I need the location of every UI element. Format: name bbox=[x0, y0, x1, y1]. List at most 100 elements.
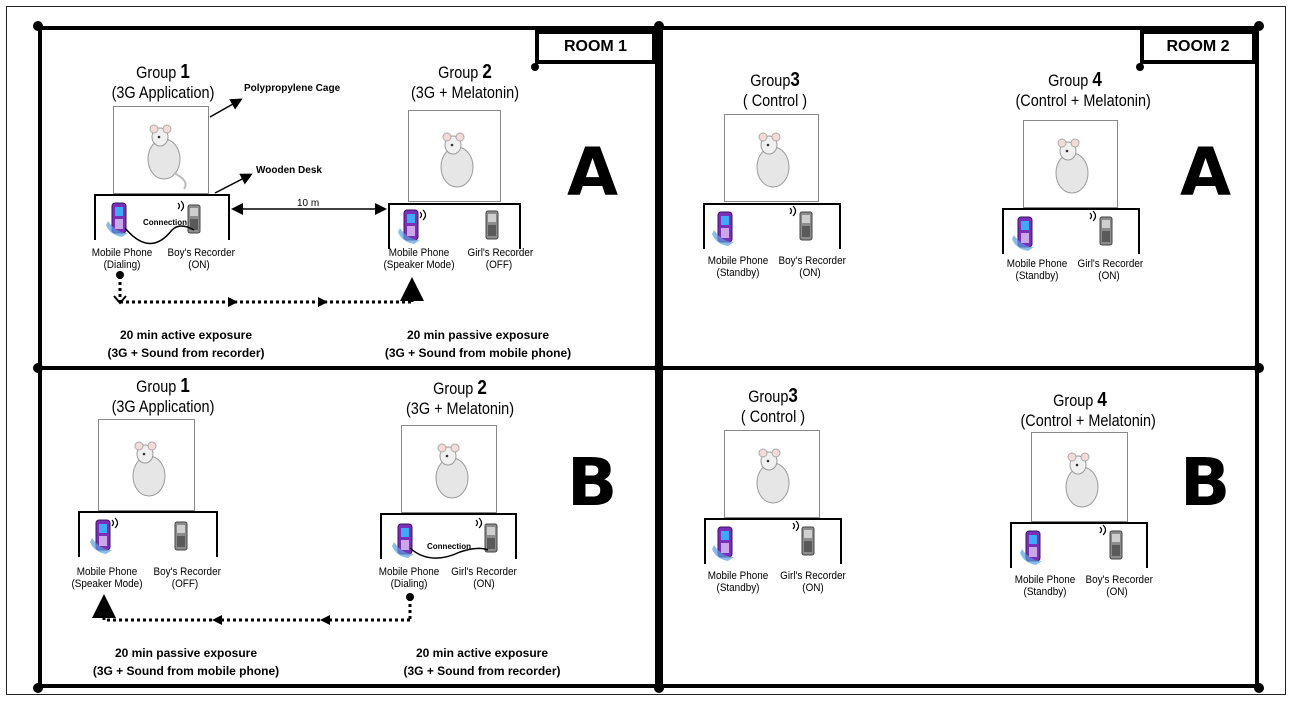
desk-group4 bbox=[1002, 208, 1140, 254]
voice-recorder-icon bbox=[485, 210, 499, 240]
cage-pointer-arrow bbox=[209, 98, 243, 118]
voice-recorder-icon bbox=[484, 523, 498, 553]
corner-dot bbox=[33, 21, 43, 31]
voice-recorder-icon bbox=[174, 521, 188, 551]
rat-icon bbox=[756, 448, 790, 504]
corner-dot bbox=[654, 21, 664, 31]
phone-label-group4: Mobile Phone(Standby) bbox=[1014, 574, 1076, 598]
panel-letter-a: A bbox=[567, 134, 619, 211]
rat-icon bbox=[147, 124, 187, 190]
desk-group2 bbox=[388, 203, 521, 249]
sound-wave-icon bbox=[475, 517, 483, 529]
panel-letter-a: A bbox=[1180, 134, 1232, 211]
voice-recorder-icon bbox=[799, 211, 813, 241]
voice-recorder-icon bbox=[1099, 216, 1113, 246]
group4-title: Group 4 (Control + Melatonin) bbox=[1015, 69, 1151, 110]
arrow-head bbox=[320, 615, 330, 625]
desk-annotation: Wooden Desk bbox=[256, 165, 322, 176]
corner-dot bbox=[654, 683, 664, 693]
cage-group3 bbox=[724, 114, 819, 202]
sound-wave-icon bbox=[1099, 524, 1107, 536]
voice-recorder-icon bbox=[1109, 530, 1123, 560]
sound-wave-icon bbox=[419, 209, 427, 221]
sound-wave-icon bbox=[792, 520, 800, 532]
exposure-passive-1a: 20 min passive exposure(3G + Sound from … bbox=[384, 328, 572, 360]
cage-group1 bbox=[113, 106, 209, 194]
cage-group2 bbox=[408, 110, 501, 202]
mobile-phone-icon bbox=[89, 519, 113, 555]
corner-dot bbox=[33, 363, 43, 373]
connection-label-group1: Connection bbox=[143, 218, 187, 227]
corner-dot bbox=[33, 683, 43, 693]
mobile-phone-icon bbox=[1019, 530, 1043, 566]
exposure-active-1a: 20 min active exposure(3G + Sound from r… bbox=[107, 328, 265, 360]
corner-dot bbox=[654, 363, 664, 373]
arrow-head bbox=[228, 297, 238, 307]
voice-recorder-icon bbox=[187, 204, 201, 234]
rat-icon bbox=[440, 132, 474, 188]
desk-group4 bbox=[1010, 522, 1148, 568]
panel-letter-b: B bbox=[567, 444, 618, 521]
recorder-label-group4: Girl's Recorder(ON) bbox=[1077, 258, 1144, 282]
rat-icon bbox=[756, 132, 790, 188]
recorder-label-group2: Girl's Recorder(ON) bbox=[451, 566, 517, 590]
recorder-label-group1: Boy's Recorder(ON) bbox=[167, 247, 235, 271]
voice-recorder-icon bbox=[801, 526, 815, 556]
arrow-head bbox=[318, 297, 328, 307]
exposure-passive-1b: 20 min passive exposure(3G + Sound from … bbox=[92, 646, 280, 678]
phone-label-group3: Mobile Phone(Standby) bbox=[707, 255, 769, 279]
group3-title: Group3 ( Control ) bbox=[742, 69, 808, 110]
rat-icon bbox=[1055, 138, 1089, 194]
arrow-head bbox=[212, 615, 222, 625]
group2-title: Group 2 (3G + Melatonin) bbox=[405, 377, 515, 418]
desk-group3 bbox=[704, 518, 842, 564]
recorder-label-group3: Girl's Recorder(ON) bbox=[780, 570, 846, 594]
group1-title: Group 1 (3G Application) bbox=[111, 61, 215, 102]
sound-wave-icon bbox=[177, 200, 185, 212]
corner-dot bbox=[1254, 363, 1264, 373]
rat-icon bbox=[1065, 452, 1099, 508]
room2-label: ROOM 2 bbox=[1140, 30, 1256, 64]
group3-title: Group3 ( Control ) bbox=[740, 385, 806, 426]
sound-wave-icon bbox=[111, 517, 119, 529]
desk-group1 bbox=[78, 511, 218, 557]
cage-group4 bbox=[1023, 120, 1118, 208]
panel-room1-b bbox=[38, 366, 659, 688]
group4-title: Group 4 (Control + Melatonin) bbox=[1020, 389, 1156, 430]
sound-wave-icon bbox=[789, 205, 797, 217]
panel-letter-b: B bbox=[1180, 444, 1231, 521]
desk-group3 bbox=[703, 203, 841, 249]
mobile-phone-icon bbox=[711, 211, 735, 247]
recorder-label-group2: Girl's Recorder(OFF) bbox=[467, 247, 534, 271]
connection-cable bbox=[409, 547, 489, 559]
recorder-label-group4: Boy's Recorder(ON) bbox=[1085, 574, 1153, 598]
mobile-phone-icon bbox=[711, 526, 735, 562]
desk-group2 bbox=[380, 513, 517, 559]
panel-room2-b bbox=[659, 366, 1259, 688]
cage-group4 bbox=[1031, 432, 1128, 522]
phone-label-group1: Mobile Phone(Dialing) bbox=[91, 247, 153, 271]
desk-pointer-arrow bbox=[214, 173, 253, 194]
phone-label-group1: Mobile Phone(Speaker Mode) bbox=[71, 566, 143, 590]
exposure-active-1b: 20 min active exposure(3G + Sound from r… bbox=[403, 646, 561, 678]
connection-label-group2: Connection bbox=[427, 542, 471, 551]
mobile-phone-icon bbox=[397, 209, 421, 245]
cage-annotation: Polypropylene Cage bbox=[244, 83, 341, 94]
phone-label-group2: Mobile Phone(Speaker Mode) bbox=[383, 247, 455, 271]
corner-dot bbox=[1254, 21, 1264, 31]
phone-label-group4: Mobile Phone(Standby) bbox=[1006, 258, 1068, 282]
corner-dot bbox=[1136, 63, 1144, 71]
sound-wave-icon bbox=[1089, 210, 1097, 222]
figure-frame bbox=[6, 6, 1286, 695]
desk-group1 bbox=[94, 194, 230, 240]
rat-icon bbox=[435, 443, 469, 499]
connection-cable bbox=[124, 225, 195, 245]
cage-group3 bbox=[724, 430, 820, 518]
group1-title: Group 1 (3G Application) bbox=[111, 375, 215, 416]
mobile-phone-icon bbox=[1011, 216, 1035, 252]
phone-label-group2: Mobile Phone(Dialing) bbox=[378, 566, 440, 590]
mobile-phone-icon bbox=[391, 523, 415, 559]
mobile-phone-icon bbox=[105, 202, 129, 238]
recorder-label-group3: Boy's Recorder(ON) bbox=[778, 255, 846, 279]
room1-label: ROOM 1 bbox=[535, 30, 656, 64]
